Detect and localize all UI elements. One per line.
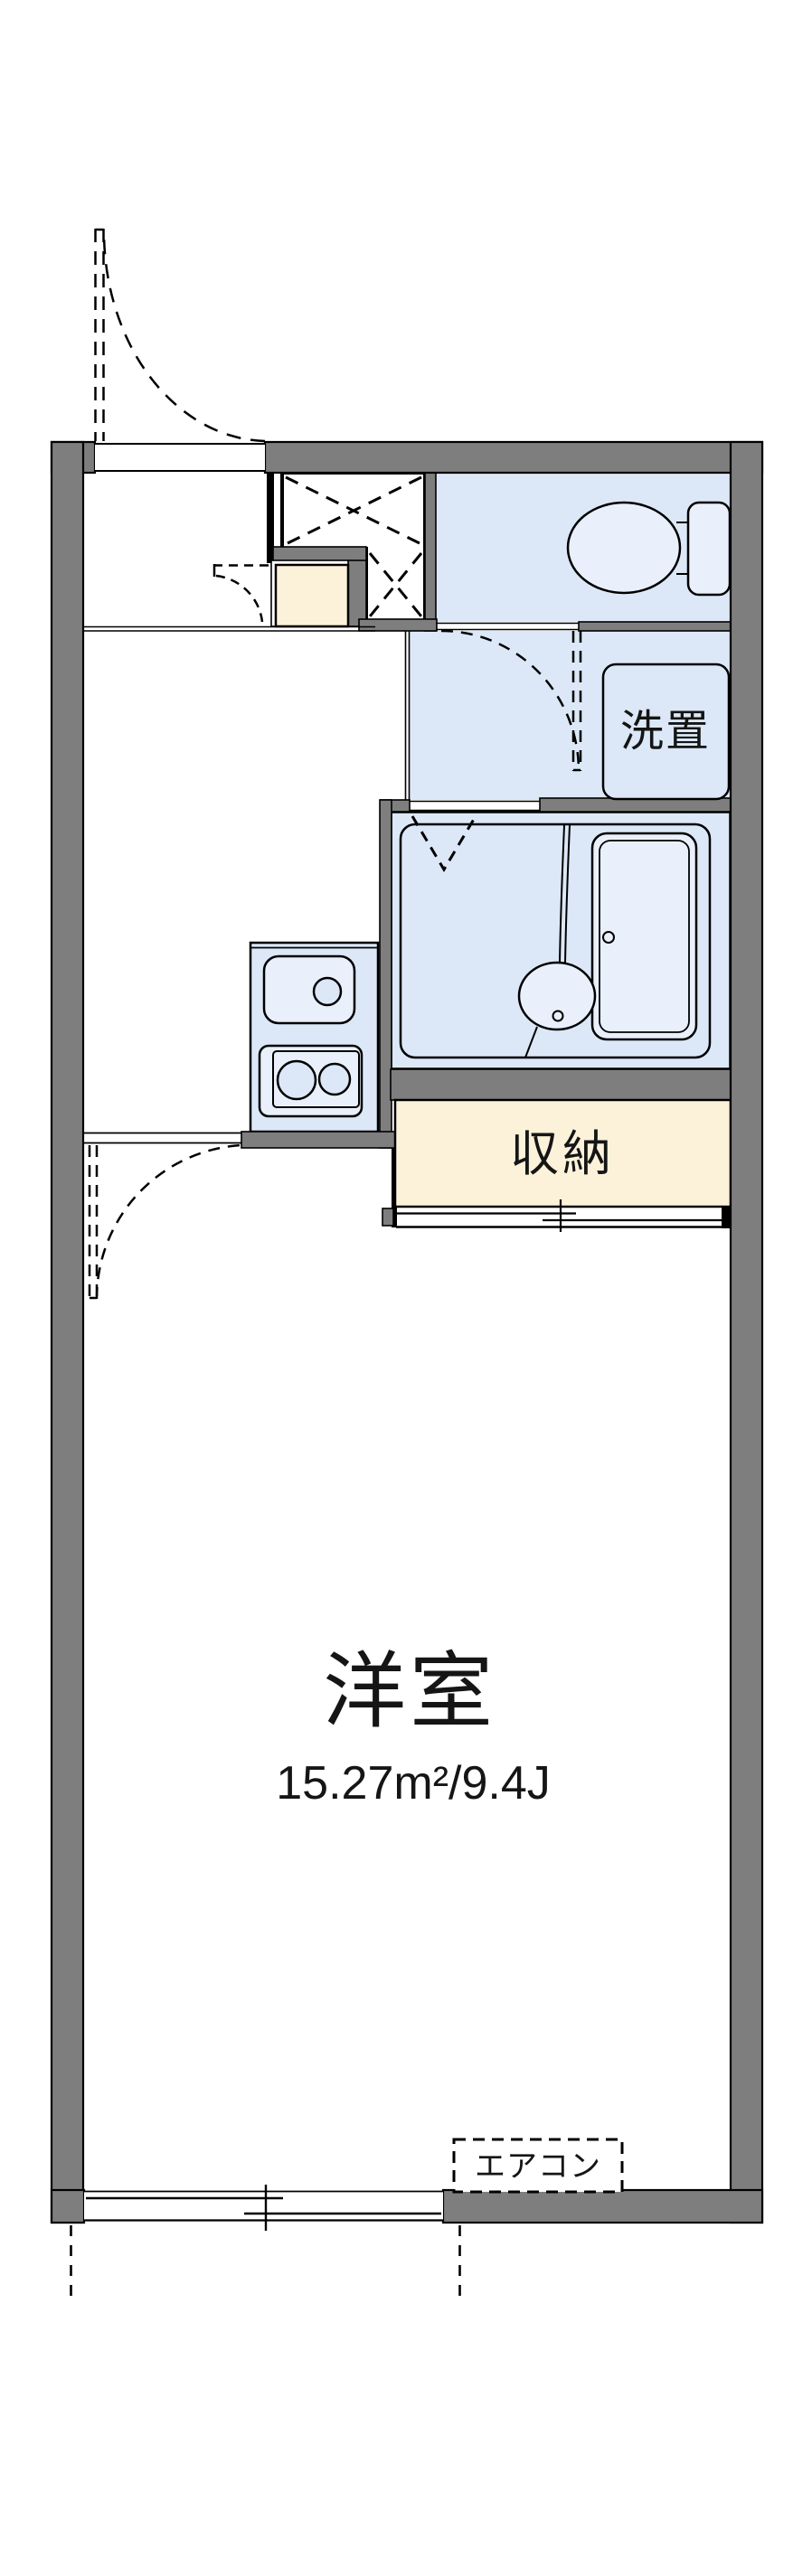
toilet-icon (566, 501, 732, 597)
toilet-left-wall (424, 472, 437, 632)
aircon-label: エアコン (475, 2149, 601, 2184)
entrance-opening (95, 443, 265, 472)
kitchen-bottom-wall (241, 1131, 396, 1149)
bathroom-folding-door (411, 815, 477, 872)
bathroom-bottom-wall (390, 1068, 732, 1101)
wall-segment (358, 618, 438, 632)
kitchen-bathroom-wall (379, 799, 392, 1149)
doors (88, 228, 582, 1300)
sliding-window (84, 2185, 443, 2231)
storage-sliding-door (382, 1199, 731, 1232)
door-jamb (722, 1207, 730, 1228)
wall-segment (441, 2188, 764, 2224)
entrance-cabinet-door-swing (212, 564, 269, 623)
entry-divider-wall (267, 473, 274, 563)
bathroom-unit (399, 815, 712, 1059)
labels: 洗置 収納 洋室 15.27m²/9.4J (276, 708, 711, 1810)
storage-label: 収納 (510, 1127, 615, 1181)
wall-segment (50, 2188, 86, 2224)
shoe-cabinet-x-icon (285, 475, 423, 617)
stove-icon (258, 1044, 364, 1118)
washbasin-icon (517, 824, 597, 1058)
aircon-box: エアコン (452, 2138, 624, 2194)
outer-walls (50, 440, 764, 2224)
kitchen-sink-icon (262, 954, 356, 1025)
kitchen-unit (250, 946, 378, 1118)
laundry-label: 洗置 (620, 708, 711, 756)
toilet-door-swing (440, 629, 582, 772)
entrance-area (83, 559, 375, 632)
door-openings (84, 622, 579, 1144)
wall-right (729, 440, 764, 2224)
wall-segment (263, 440, 764, 475)
window-balcony (70, 2185, 461, 2305)
room-area: 15.27m²/9.4J (276, 1757, 551, 1810)
entrance-door-swing (94, 228, 266, 443)
room-door-swing (88, 1143, 242, 1300)
toilet-washroom-wall (578, 621, 732, 632)
door-jamb (382, 1208, 394, 1227)
entrance-cabinet (274, 563, 350, 628)
washing-machine-pan (601, 663, 731, 801)
bathtub-icon (590, 832, 698, 1041)
wall-left (50, 440, 85, 2224)
room-title: 洋室 (323, 1646, 496, 1738)
wall-segment (347, 559, 367, 627)
